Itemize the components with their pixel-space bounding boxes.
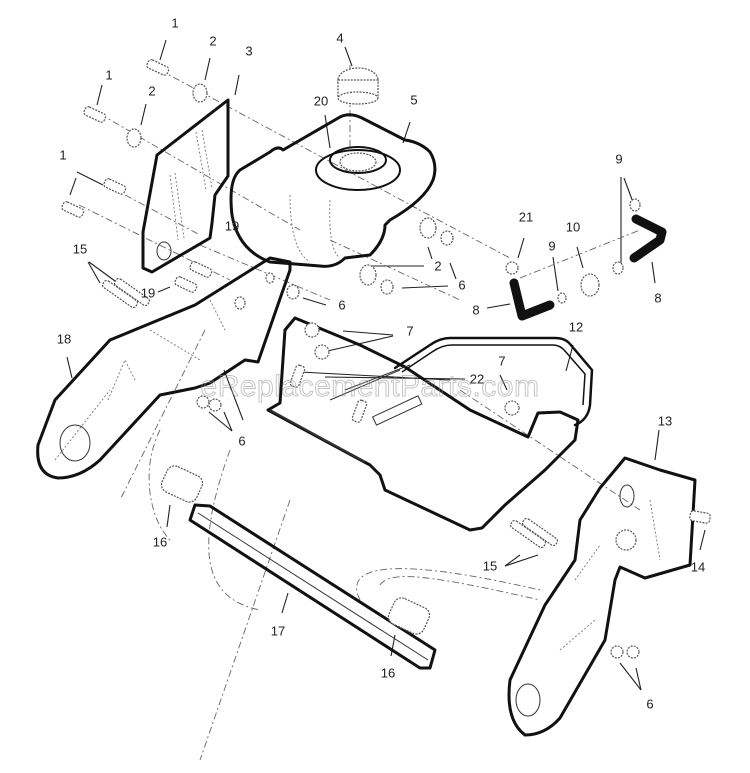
callout-label-19: 19: [140, 285, 156, 301]
callout-label-4: 4: [336, 30, 344, 46]
callout-label-1: 1: [105, 67, 113, 83]
tank-bracket: [141, 98, 230, 274]
callout-label-6: 6: [646, 696, 654, 712]
callout-label-19: 19: [224, 218, 240, 234]
callout-label-10: 10: [565, 219, 581, 235]
callout-label-2: 2: [148, 83, 156, 99]
callout-label-3: 3: [245, 43, 253, 59]
callout-label-22: 22: [469, 371, 485, 387]
callout-label-14: 14: [690, 559, 706, 575]
tank-fasteners: [286, 217, 454, 300]
fuel-line-assembly: [505, 198, 667, 321]
callout-label-8: 8: [654, 290, 662, 306]
callout-label-9: 9: [615, 151, 623, 167]
callout-leaders: [66, 39, 706, 691]
callout-label-7: 7: [406, 323, 414, 339]
callout-label-6: 6: [458, 277, 466, 293]
callout-label-12: 12: [568, 319, 584, 335]
callout-label-8: 8: [472, 302, 480, 318]
callout-label-13: 13: [657, 413, 673, 429]
callout-label-15: 15: [72, 241, 88, 257]
callout-label-20: 20: [313, 93, 329, 109]
tank-strap: [393, 336, 594, 427]
callout-label-6: 6: [338, 297, 346, 313]
callout-label-9: 9: [548, 238, 556, 254]
callout-label-2: 2: [434, 258, 442, 274]
callout-label-6: 6: [238, 433, 246, 449]
cross-member: [160, 465, 437, 670]
left-fasteners: [101, 261, 213, 309]
callout-label-18: 18: [56, 331, 72, 347]
left-side-frame: [36, 256, 292, 480]
callout-label-16: 16: [152, 534, 168, 550]
callout-label-21: 21: [518, 209, 534, 225]
bolts-and-washers: [61, 59, 208, 218]
callout-label-2: 2: [209, 33, 217, 49]
callout-label-15: 15: [482, 558, 498, 574]
callout-label-16: 16: [380, 665, 396, 681]
fuel-tank: [229, 67, 437, 268]
right-side-frame: [507, 456, 711, 737]
tank-support-plate: [266, 316, 580, 532]
callout-label-1: 1: [171, 15, 179, 31]
callout-label-1: 1: [59, 147, 67, 163]
callout-label-7: 7: [498, 353, 506, 369]
callout-label-5: 5: [410, 92, 418, 108]
callout-label-17: 17: [270, 623, 286, 639]
